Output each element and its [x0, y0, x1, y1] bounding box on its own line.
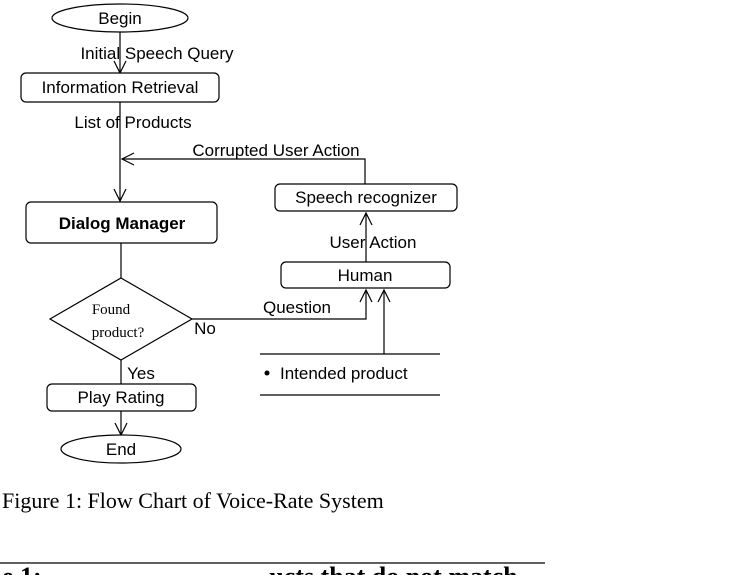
figure-caption: Figure 1: Flow Chart of Voice-Rate Syste…	[2, 488, 384, 513]
end-label: End	[106, 440, 136, 459]
question-arrowhead	[359, 288, 373, 303]
information-retrieval-label: Information Retrieval	[42, 78, 199, 97]
corrupted-action-arrowhead	[120, 152, 135, 166]
question-label: Question	[263, 298, 331, 317]
end-terminal	[60, 434, 182, 464]
human-to-sr-arrowhead	[359, 211, 373, 226]
intended-product-label: Intended product	[280, 364, 408, 383]
corrupted-action-line	[122, 158, 366, 184]
decision-line1: Found	[92, 302, 131, 318]
list-of-products-label: List of Products	[74, 113, 191, 132]
speech-recognizer-label: Speech recognizer	[295, 188, 437, 207]
play-rating-label: Play Rating	[78, 388, 165, 407]
ir-to-dm-arrowhead	[113, 188, 127, 203]
intended-to-human-arrowhead	[377, 288, 391, 303]
yes-label: Yes	[127, 364, 155, 383]
corrupted-user-action-label: Corrupted User Action	[192, 141, 359, 160]
found-product-decision	[48, 277, 194, 361]
begin-label: Begin	[98, 9, 141, 28]
decision-line2: product?	[92, 325, 145, 341]
bullet-icon	[264, 370, 270, 376]
no-label: No	[194, 319, 216, 338]
initial-query-label: Initial Speech Query	[80, 44, 234, 63]
human-label: Human	[338, 266, 393, 285]
question-line	[192, 290, 367, 320]
speech-recognizer-box	[274, 183, 458, 212]
dialog-manager-label: Dialog Manager	[59, 214, 186, 233]
bottom-text-fragment: e 1: ucts that do not match	[2, 562, 518, 575]
user-action-label: User Action	[330, 233, 417, 252]
human-box	[280, 261, 451, 289]
